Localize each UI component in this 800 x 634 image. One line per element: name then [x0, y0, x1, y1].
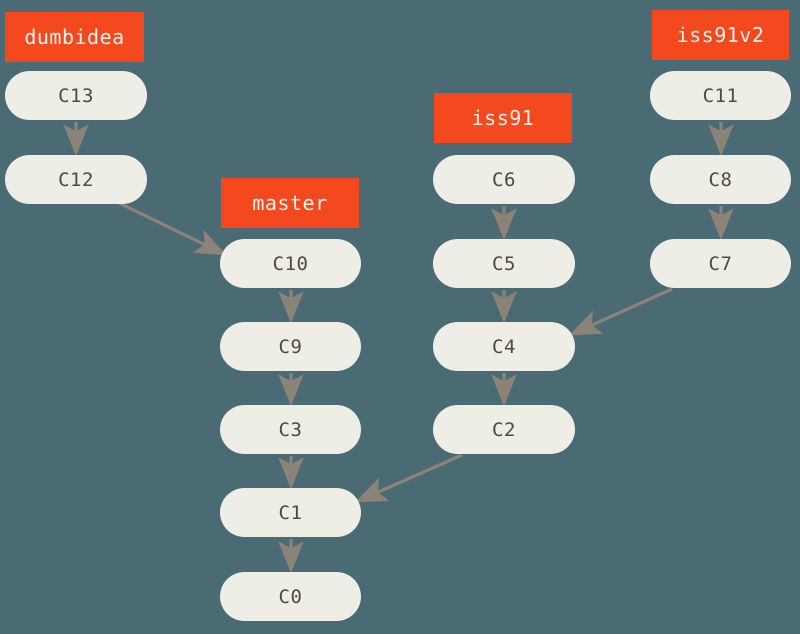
branch-label-text: iss91: [471, 106, 535, 130]
branch-label-text: iss91v2: [676, 23, 765, 47]
branch-label-text: master: [252, 191, 328, 215]
commit-node-c10[interactable]: C10: [220, 239, 361, 288]
commit-node-c13[interactable]: C13: [5, 71, 147, 120]
commit-node-c4[interactable]: C4: [433, 322, 575, 371]
commit-node-c1[interactable]: C1: [220, 488, 361, 537]
commit-node-label: C0: [278, 585, 303, 608]
commit-node-label: C7: [708, 252, 733, 275]
commit-node-label: C3: [278, 418, 303, 441]
commit-node-c7[interactable]: C7: [650, 239, 791, 288]
commit-node-c8[interactable]: C8: [650, 155, 791, 204]
branch-label-master[interactable]: master: [221, 178, 359, 228]
commit-edge-c12-c10: [118, 201, 227, 256]
commit-node-c9[interactable]: C9: [220, 322, 361, 371]
commit-node-label: C10: [272, 252, 309, 275]
commit-node-label: C13: [58, 84, 94, 107]
commit-node-c11[interactable]: C11: [650, 71, 791, 120]
commit-node-label: C12: [58, 168, 94, 191]
commit-node-c5[interactable]: C5: [433, 239, 575, 288]
commit-node-c12[interactable]: C12: [5, 155, 147, 204]
branch-label-dumbidea[interactable]: dumbidea: [5, 12, 144, 62]
commit-node-label: C1: [278, 501, 303, 524]
commit-node-label: C8: [708, 168, 733, 191]
commit-node-label: C11: [702, 84, 739, 107]
commit-edge-c2-c1: [355, 453, 463, 503]
commit-node-label: C2: [492, 418, 516, 441]
commit-node-c3[interactable]: C3: [220, 405, 361, 454]
commit-edge-c7-c4: [569, 287, 673, 336]
commit-node-label: C4: [492, 335, 516, 358]
commit-node-label: C6: [492, 168, 516, 191]
commit-node-label: C9: [278, 335, 303, 358]
commit-node-c6[interactable]: C6: [433, 155, 575, 204]
branch-label-iss91v2[interactable]: iss91v2: [652, 10, 789, 60]
commit-node-c0[interactable]: C0: [220, 572, 361, 621]
branch-label-text: dumbidea: [24, 25, 125, 49]
branch-label-iss91[interactable]: iss91: [434, 93, 572, 143]
commit-edges: [63, 122, 734, 574]
commit-node-c2[interactable]: C2: [433, 405, 575, 454]
commit-node-label: C5: [492, 252, 516, 275]
